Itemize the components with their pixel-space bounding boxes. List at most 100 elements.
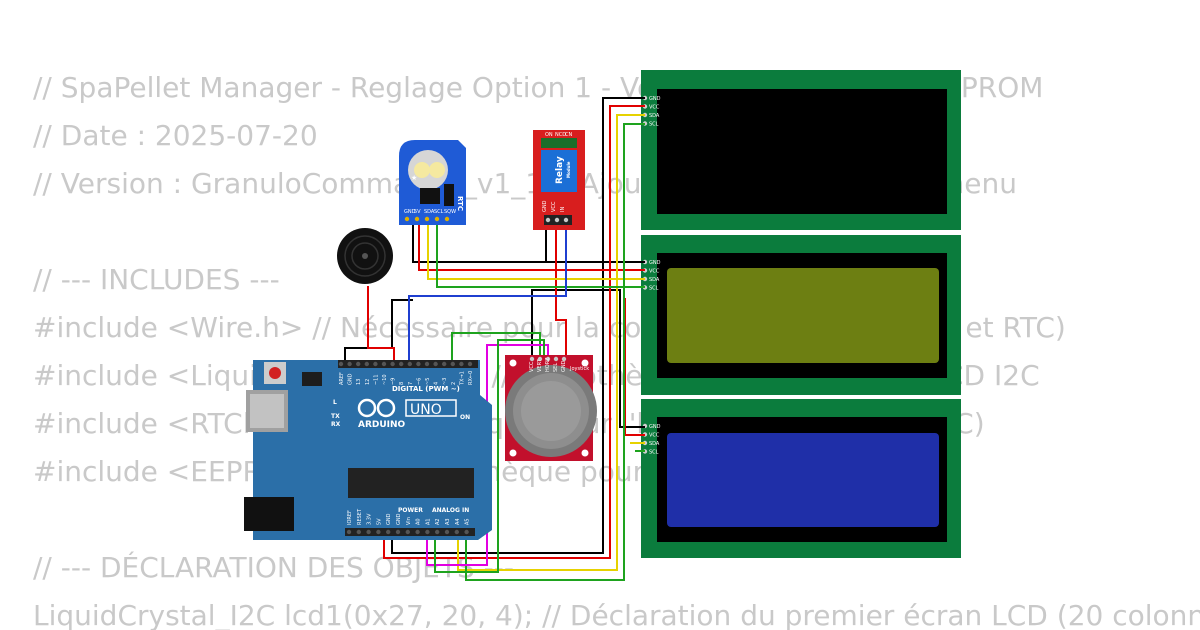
arduino-analog-pin-label: GND [386, 513, 392, 525]
arduino-analog-pin[interactable] [454, 529, 459, 535]
relay-pin[interactable] [545, 217, 551, 223]
arduino-digital-pin-label: ~11 [373, 374, 379, 385]
joystick-pin[interactable] [545, 356, 551, 362]
arduino-uno-board[interactable]: DIGITAL (PWM ~) ARDUINO UNO ON L TX RX P… [244, 360, 492, 540]
arduino-digital-pin[interactable] [459, 361, 464, 367]
arduino-digital-pin-label: ~5 [425, 378, 431, 385]
wire-buzzer-red [367, 286, 395, 362]
arduino-analog-pin[interactable] [415, 529, 420, 535]
lcd-2-screen [667, 268, 939, 363]
arduino-analog-pin[interactable] [444, 529, 450, 535]
rtc-pin-label: GND [404, 209, 416, 215]
arduino-analog-pin[interactable] [386, 529, 391, 535]
rtc-label: RTC [456, 196, 464, 211]
arduino-digital-pin[interactable] [433, 361, 438, 367]
lcd-display-1[interactable] [641, 70, 961, 230]
rtc-pin-label: SCL [434, 209, 444, 215]
rx-label: RX [331, 421, 341, 428]
lcd-pin-label: GND [649, 260, 661, 266]
lcd-pin-label: SDA [649, 113, 660, 119]
arduino-analog-pin[interactable] [464, 529, 469, 535]
arduino-analog-pin-label: 5V [376, 518, 382, 525]
arduino-analog-pin[interactable] [376, 529, 381, 535]
relay-label: Relay [555, 156, 565, 184]
atmega-chip [348, 468, 474, 498]
arduino-analog-pin-label: A1 [425, 518, 431, 525]
arduino-digital-pin[interactable] [416, 361, 421, 367]
joystick-label: Joystick [569, 366, 589, 372]
arduino-analog-pin[interactable] [356, 529, 361, 535]
arduino-digital-pin-label: 8 [399, 382, 405, 385]
relay-pin[interactable] [554, 217, 560, 223]
rtc-pin[interactable] [414, 216, 420, 222]
joystick-pin[interactable] [561, 356, 567, 362]
arduino-digital-pin[interactable] [373, 361, 378, 367]
arduino-digital-pin[interactable] [390, 361, 395, 367]
wire-gnd-lcd2 [412, 220, 645, 263]
power-label: POWER [398, 507, 423, 514]
arduino-analog-pin[interactable] [405, 529, 410, 535]
wire-scl [465, 123, 645, 581]
lcd-display-2[interactable] [641, 235, 961, 395]
arduino-digital-pin-label: RX←0 [468, 371, 474, 385]
brand-label: ARDUINO [358, 420, 406, 430]
arduino-digital-pin[interactable] [450, 361, 455, 367]
arduino-analog-pin-label: IOREF [347, 510, 353, 525]
arduino-digital-pin-label: 12 [365, 379, 371, 385]
wire-scl-lcd2 [436, 220, 645, 288]
buzzer[interactable] [337, 228, 393, 284]
l-label: L [333, 399, 337, 406]
arduino-analog-pin[interactable] [395, 529, 401, 535]
joystick-pin-label: HORZ [545, 357, 551, 372]
wires [344, 97, 645, 581]
power-jack [244, 497, 294, 531]
joystick-pin[interactable] [537, 356, 543, 362]
joystick-pin-label: GND [561, 360, 567, 372]
arduino-analog-pin-label: A2 [435, 518, 441, 525]
arduino-analog-pin[interactable] [346, 529, 352, 535]
joystick-pin[interactable] [529, 356, 535, 362]
rtc-pin[interactable] [424, 216, 430, 222]
rtc-pin[interactable] [404, 216, 410, 222]
wire-vcc-relay [555, 227, 567, 355]
analog-power-header [345, 528, 475, 536]
joystick-pin[interactable] [553, 356, 559, 362]
arduino-digital-pin-label: GND [348, 373, 354, 385]
arduino-digital-pin[interactable] [347, 361, 352, 367]
arduino-digital-pin[interactable] [467, 361, 473, 367]
star-icon: ★ [411, 174, 417, 182]
lcd-pin-label: SCL [649, 286, 659, 292]
lcd-pin-label: SCL [649, 122, 659, 128]
lcd-pin-label: SCL [649, 450, 659, 456]
arduino-digital-pin[interactable] [399, 361, 404, 367]
wire-sda-lcd2 [427, 220, 645, 280]
arduino-digital-pin[interactable] [364, 361, 369, 367]
rtc-pin[interactable] [444, 216, 450, 222]
wire-vcc [383, 105, 645, 559]
arduino-digital-pin[interactable] [442, 361, 447, 367]
joystick-pin-label: SEL [553, 363, 559, 372]
arduino-digital-pin[interactable] [407, 361, 412, 367]
lcd-display-3[interactable] [641, 399, 961, 558]
arduino-analog-pin[interactable] [435, 529, 440, 535]
digital-label: DIGITAL (PWM ~) [392, 385, 460, 393]
lcd-pin-label: VCC [649, 269, 660, 275]
relay-pin-label: GND [542, 200, 548, 212]
arduino-analog-pin-label: 3.3V [367, 513, 373, 525]
arduino-analog-pin-label: RESET [357, 508, 363, 525]
relay-pin[interactable] [563, 217, 569, 223]
rtc-pin-label: SDA [424, 209, 435, 215]
arduino-digital-pin[interactable] [424, 361, 430, 367]
arduino-analog-pin[interactable] [425, 529, 430, 535]
rtc-pin[interactable] [434, 216, 440, 222]
relay-top-pin-label: NCD [555, 132, 566, 138]
arduino-digital-pin[interactable] [338, 361, 344, 367]
arduino-analog-pin[interactable] [366, 529, 371, 535]
joystick-pin-label: VCC [529, 361, 535, 372]
arduino-analog-pin-label: A3 [445, 518, 451, 525]
arduino-digital-pin[interactable] [356, 361, 361, 367]
arduino-digital-pin[interactable] [381, 361, 387, 367]
